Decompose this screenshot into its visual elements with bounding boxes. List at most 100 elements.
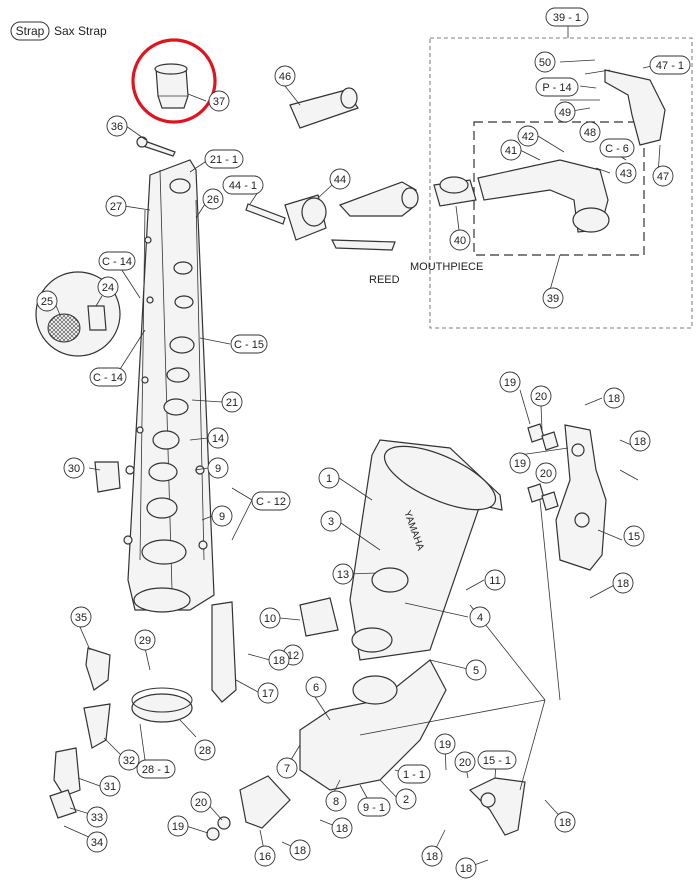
svg-text:18: 18	[294, 845, 306, 857]
label-15: 15	[623, 525, 645, 547]
svg-text:17: 17	[262, 688, 274, 700]
label-37: 37	[208, 90, 230, 112]
svg-text:9: 9	[215, 463, 221, 475]
svg-text:16: 16	[259, 851, 271, 863]
svg-text:19: 19	[504, 377, 516, 389]
svg-text:C - 14: C - 14	[93, 372, 123, 384]
svg-text:47 - 1: 47 - 1	[656, 60, 684, 72]
svg-text:34: 34	[91, 837, 103, 849]
svg-text:42: 42	[522, 131, 534, 143]
label-20-c: 20	[190, 791, 212, 813]
label-18-f: 18	[554, 811, 576, 833]
svg-text:C - 15: C - 15	[234, 339, 264, 351]
label-14: 14	[207, 427, 229, 449]
svg-text:44: 44	[334, 174, 346, 186]
label-47: 47	[652, 165, 674, 187]
neck-39	[477, 159, 610, 233]
svg-text:19: 19	[439, 739, 451, 751]
svg-text:39: 39	[547, 293, 559, 305]
label-35: 35	[70, 606, 92, 628]
svg-text:47: 47	[657, 171, 669, 183]
label-4: 4	[469, 606, 491, 628]
svg-text:26: 26	[207, 194, 219, 206]
svg-text:12: 12	[287, 650, 299, 662]
label-18-e: 18	[331, 817, 353, 839]
label-16: 16	[254, 845, 276, 867]
label-25: 25	[36, 290, 58, 312]
label-21-1: 21 - 1	[204, 149, 244, 169]
label-24: 24	[97, 276, 119, 298]
label-11: 11	[484, 569, 506, 591]
label-18-a: 18	[603, 387, 625, 409]
svg-text:18: 18	[617, 578, 629, 590]
bell-brace-15	[527, 423, 607, 571]
cap-40	[433, 176, 477, 207]
svg-text:37: 37	[213, 96, 225, 108]
bell-brace-15-1	[468, 777, 526, 836]
svg-text:4: 4	[477, 612, 483, 624]
svg-text:32: 32	[123, 755, 135, 767]
svg-text:39 - 1: 39 - 1	[553, 12, 581, 24]
label-20-d: 20	[454, 751, 476, 773]
label-49: 49	[554, 101, 576, 123]
svg-text:28 - 1: 28 - 1	[142, 764, 170, 776]
label-36: 36	[106, 115, 128, 137]
svg-text:29: 29	[139, 635, 151, 647]
svg-text:18: 18	[634, 436, 646, 448]
neck-subgroup-frame	[473, 121, 645, 256]
bell: YAMAHA	[349, 439, 503, 661]
svg-text:3: 3	[328, 516, 334, 528]
cap-32	[83, 703, 111, 749]
label-8: 8	[325, 790, 347, 812]
svg-text:21 - 1: 21 - 1	[210, 154, 238, 166]
svg-text:20: 20	[540, 468, 552, 480]
svg-text:20: 20	[195, 797, 207, 809]
svg-text:1 - 1: 1 - 1	[403, 769, 425, 781]
highlight-circle	[131, 38, 217, 124]
label-c-15: C - 15	[230, 334, 268, 354]
label-30: 30	[63, 457, 85, 479]
svg-text:2: 2	[403, 794, 409, 806]
label-46: 46	[274, 65, 296, 87]
reed	[331, 239, 396, 251]
svg-text:11: 11	[489, 575, 500, 587]
svg-text:50: 50	[539, 57, 551, 69]
label-33: 33	[86, 806, 108, 828]
svg-text:18: 18	[559, 817, 571, 829]
label-18-b: 18	[629, 430, 651, 452]
svg-text:27: 27	[110, 201, 122, 213]
label-29: 29	[134, 629, 156, 651]
svg-text:9: 9	[219, 511, 225, 523]
label-21: 21	[221, 391, 243, 413]
svg-text:P - 14: P - 14	[542, 82, 571, 94]
bracket-16	[239, 775, 291, 829]
legend-tag: Strap	[16, 24, 45, 38]
label-20-a: 20	[530, 385, 552, 407]
label-c-14-top: C - 14	[98, 251, 136, 271]
label-26: 26	[202, 188, 224, 210]
label-17: 17	[257, 682, 279, 704]
neck-group-frame	[429, 37, 693, 329]
svg-text:19: 19	[172, 821, 184, 833]
svg-text:18: 18	[426, 851, 438, 863]
label-9-1: 9 - 1	[357, 797, 391, 817]
label-c-14-bottom: C - 14	[89, 367, 127, 387]
svg-text:41: 41	[505, 145, 517, 157]
thumb-hook-35	[85, 647, 111, 691]
svg-text:18: 18	[336, 823, 348, 835]
label-32: 32	[118, 749, 140, 771]
svg-text:7: 7	[284, 763, 290, 775]
label-2: 2	[395, 788, 417, 810]
label-18-c: 18	[268, 649, 290, 671]
label-44-1: 44 - 1	[222, 175, 264, 195]
clamp-28	[131, 687, 193, 723]
label-10: 10	[259, 607, 281, 629]
label-c-12: C - 12	[251, 491, 291, 511]
label-6: 6	[305, 676, 327, 698]
label-9-b: 9	[211, 505, 233, 527]
svg-text:31: 31	[104, 781, 116, 793]
mouthpiece-label: MOUTHPIECE	[410, 261, 483, 273]
label-19-b: 19	[509, 452, 531, 474]
svg-text:9 - 1: 9 - 1	[363, 802, 385, 814]
